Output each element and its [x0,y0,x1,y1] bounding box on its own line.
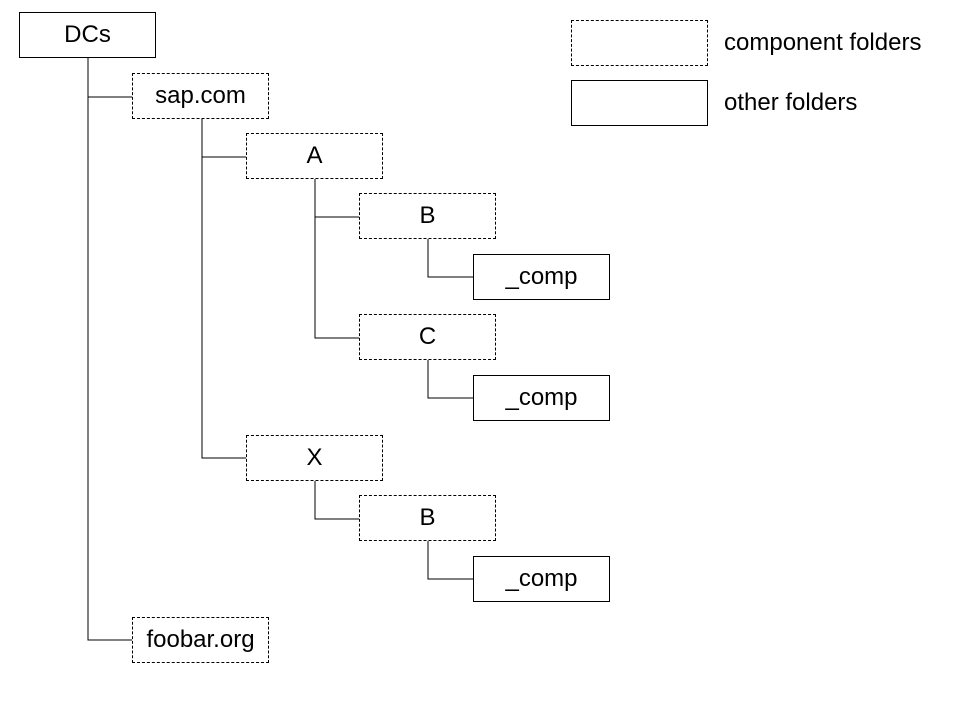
folder-a: A [246,133,383,179]
legend-label-other: other folders [724,89,858,116]
legend-swatch-component [571,20,708,66]
connector-xb-comp [427,541,473,580]
folder-x-b-comp: _comp [473,556,610,602]
folder-x-b: B [359,495,496,541]
legend-swatch-other [571,80,708,126]
folder-foobar-org [132,617,269,663]
connector-dcs-foobar [87,97,132,641]
folder-a-b-comp: _comp [473,254,610,300]
folder-a-c-comp: _comp [473,375,610,421]
connector-dcs-sap [87,58,132,98]
legend-label-component: component folders [724,29,922,56]
folder-a-b: B [359,193,496,239]
connector-a-b [314,179,359,218]
folder-x: X [246,435,383,481]
folder-a-c: C [359,314,496,360]
folder-dcs: DCs [19,12,156,58]
connector-sap-a [201,119,246,158]
connector-ac-comp [427,360,473,399]
folder-sap-com: sap.com [132,73,269,119]
connector-sap-x [201,157,246,459]
connector-x-b [314,480,359,520]
connector-ab-comp [427,239,473,278]
folder-foobar-org-label: foobar.org [146,626,255,653]
connector-a-c [314,217,359,339]
